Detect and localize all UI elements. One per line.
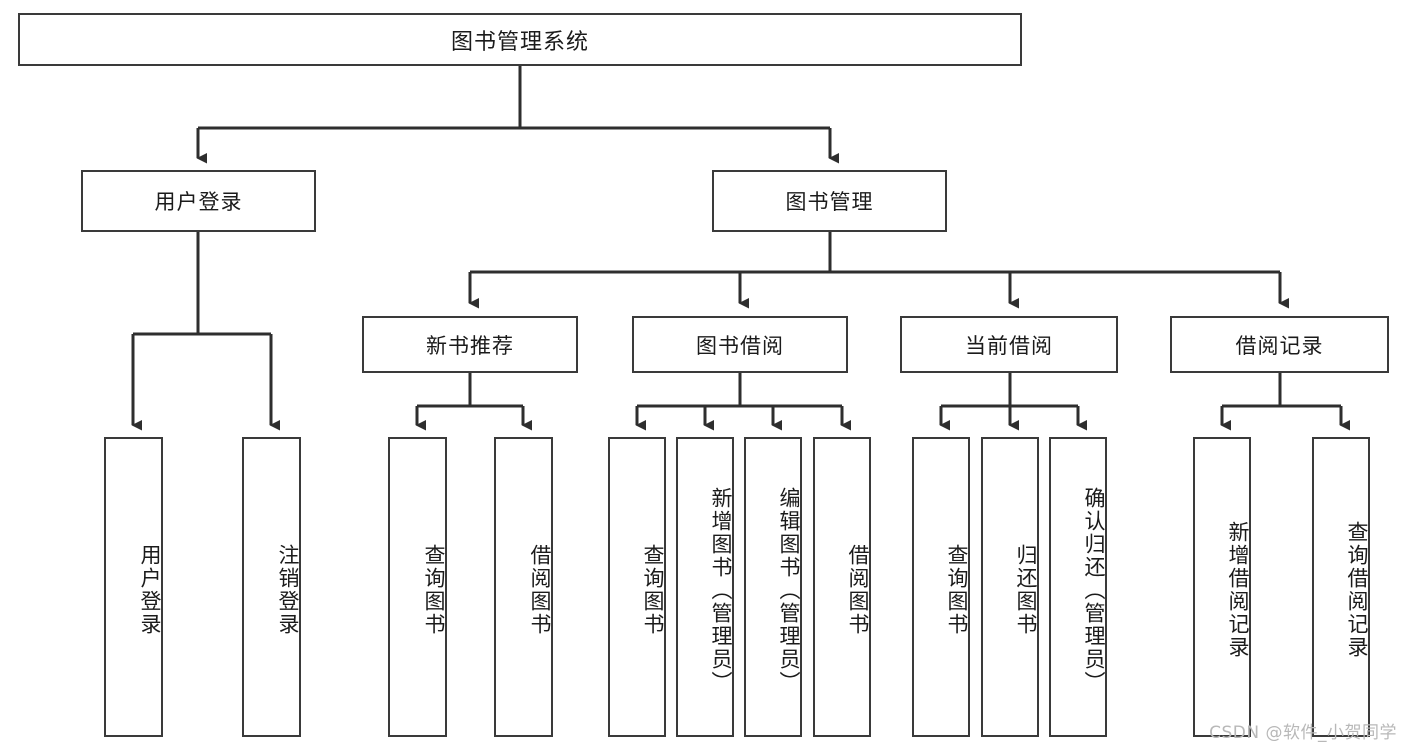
node-current-borrow[interactable]: 当前借阅 [900, 316, 1118, 373]
leaf-label: 查询图书 [641, 544, 665, 636]
leaf-label: 查询图书 [422, 544, 446, 636]
node-new-book-recommend[interactable]: 新书推荐 [362, 316, 578, 373]
leaf-label: 编辑图书（管理员） [777, 486, 801, 694]
leaf-label: 新增借阅记录 [1226, 521, 1250, 659]
leaf-label: 确认归还（管理员） [1082, 486, 1106, 694]
leaf-query-borrow-record[interactable]: 查询借阅记录 [1312, 437, 1370, 737]
leaf-label: 借阅图书 [846, 544, 870, 636]
node-user-login[interactable]: 用户登录 [81, 170, 316, 232]
leaf-query-book-current[interactable]: 查询图书 [912, 437, 970, 737]
watermark-text: CSDN @软件_小贺同学 [1209, 723, 1397, 743]
leaf-return-book[interactable]: 归还图书 [981, 437, 1039, 737]
leaf-borrow-book-new[interactable]: 借阅图书 [494, 437, 553, 737]
node-borrow-record[interactable]: 借阅记录 [1170, 316, 1389, 373]
leaf-label: 新增图书（管理员） [709, 486, 733, 694]
node-root-system[interactable]: 图书管理系统 [18, 13, 1022, 66]
leaf-label: 借阅图书 [528, 544, 552, 636]
node-book-borrow[interactable]: 图书借阅 [632, 316, 848, 373]
leaf-label: 用户登录 [138, 544, 162, 636]
leaf-label: 归还图书 [1014, 544, 1038, 636]
leaf-logout[interactable]: 注销登录 [242, 437, 301, 737]
leaf-user-login[interactable]: 用户登录 [104, 437, 163, 737]
leaf-label: 查询图书 [945, 544, 969, 636]
leaf-borrow-book[interactable]: 借阅图书 [813, 437, 871, 737]
leaf-add-borrow-record[interactable]: 新增借阅记录 [1193, 437, 1251, 737]
leaf-confirm-return-admin[interactable]: 确认归还（管理员） [1049, 437, 1107, 737]
leaf-add-book-admin[interactable]: 新增图书（管理员） [676, 437, 734, 737]
leaf-query-book-borrow[interactable]: 查询图书 [608, 437, 666, 737]
leaf-query-book-new[interactable]: 查询图书 [388, 437, 447, 737]
leaf-label: 注销登录 [276, 544, 300, 636]
leaf-label: 查询借阅记录 [1345, 521, 1369, 659]
leaf-edit-book-admin[interactable]: 编辑图书（管理员） [744, 437, 802, 737]
node-book-management[interactable]: 图书管理 [712, 170, 947, 232]
